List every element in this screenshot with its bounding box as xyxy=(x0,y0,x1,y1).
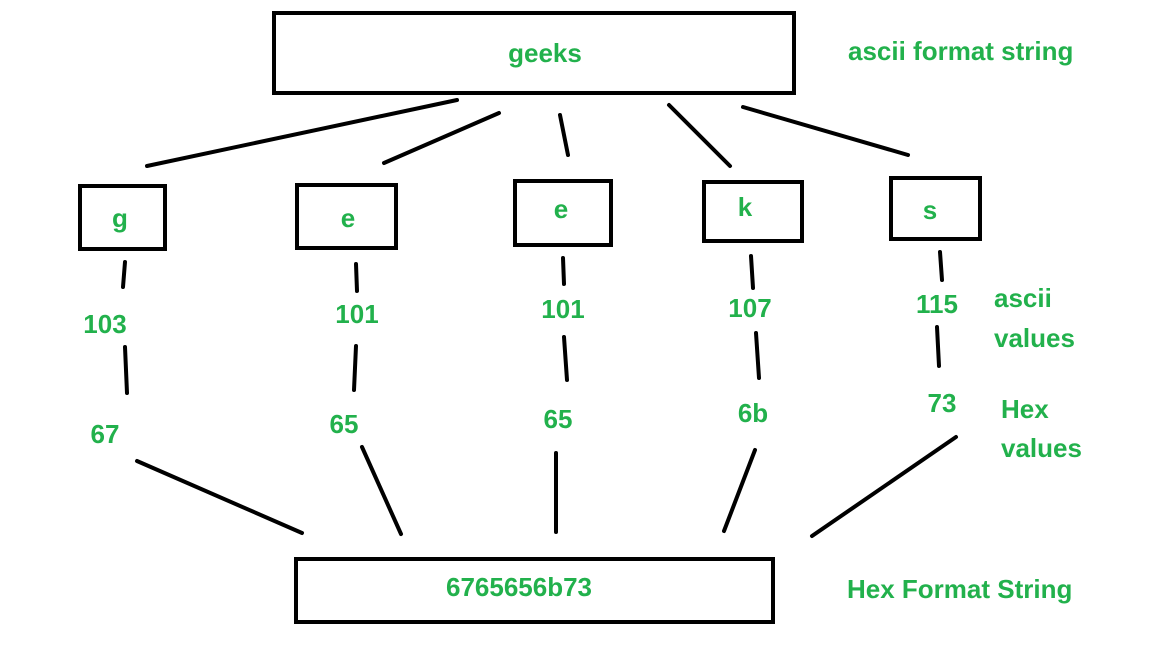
connector-top-g xyxy=(145,98,459,168)
connector-hex-bottom-k xyxy=(722,448,757,533)
ascii-value-e1: 101 xyxy=(335,299,378,329)
letter-text-s: s xyxy=(923,195,937,225)
connector-top-k xyxy=(667,103,732,168)
connector-ascii-hex-e1 xyxy=(352,344,358,392)
letter-box-g xyxy=(78,184,167,251)
connector-ascii-hex-k xyxy=(754,331,761,380)
letter-box-s xyxy=(889,176,982,241)
hex-value-k: 6b xyxy=(738,398,768,428)
letter-box-k xyxy=(702,180,804,243)
top-string-text: geeks xyxy=(508,38,582,68)
connector-ascii-hex-e2 xyxy=(562,335,569,382)
letter-node-s: s xyxy=(889,176,982,241)
letter-text-e1: e xyxy=(341,203,355,233)
connector-top-e2 xyxy=(558,113,570,157)
top-string-box xyxy=(272,11,796,95)
letter-node-k: k xyxy=(702,180,804,243)
ascii-value-k: 107 xyxy=(728,293,771,323)
ascii-value-s: 115 xyxy=(916,289,958,319)
ascii-value-e2: 101 xyxy=(541,294,584,324)
connector-ascii-hex-g xyxy=(123,345,129,395)
ascii-caption-line2: values xyxy=(994,323,1075,353)
connector-ascii-hex-s xyxy=(935,325,941,368)
top-caption: ascii format string xyxy=(848,36,1073,66)
hex-value-e2: 65 xyxy=(544,404,573,434)
letter-text-g: g xyxy=(112,203,128,233)
connector-letter-ascii-e2 xyxy=(561,256,566,286)
letter-box-e2 xyxy=(513,179,613,247)
connector-top-s xyxy=(741,105,910,157)
letter-node-e2: e xyxy=(513,179,613,247)
bottom-string-box xyxy=(294,557,775,624)
letter-node-e1: e xyxy=(295,183,398,250)
hex-caption-line2: values xyxy=(1001,433,1082,463)
connector-letter-ascii-e1 xyxy=(354,262,359,293)
connector-letter-ascii-k xyxy=(749,254,755,290)
ascii-value-g: 103 xyxy=(83,309,126,339)
letter-text-k: k xyxy=(738,192,753,222)
bottom-string-text: 6765656b73 xyxy=(446,572,592,602)
hex-value-s: 73 xyxy=(928,388,957,418)
letter-node-g: g xyxy=(78,184,167,251)
bottom-caption: Hex Format String xyxy=(847,574,1072,604)
hex-value-e1: 65 xyxy=(330,409,359,439)
connector-letter-ascii-g xyxy=(121,260,127,289)
ascii-caption-line1: ascii xyxy=(994,283,1052,313)
hex-caption-line1: Hex xyxy=(1001,394,1049,424)
connector-hex-bottom-g xyxy=(135,459,304,535)
letter-box-e1 xyxy=(295,183,398,250)
connector-top-e1 xyxy=(382,111,501,165)
connector-hex-bottom-s xyxy=(810,435,958,538)
hex-value-g: 67 xyxy=(91,419,120,449)
connector-letter-ascii-s xyxy=(938,250,944,282)
connector-hex-bottom-e1 xyxy=(360,445,403,536)
letter-text-e2: e xyxy=(554,194,568,224)
